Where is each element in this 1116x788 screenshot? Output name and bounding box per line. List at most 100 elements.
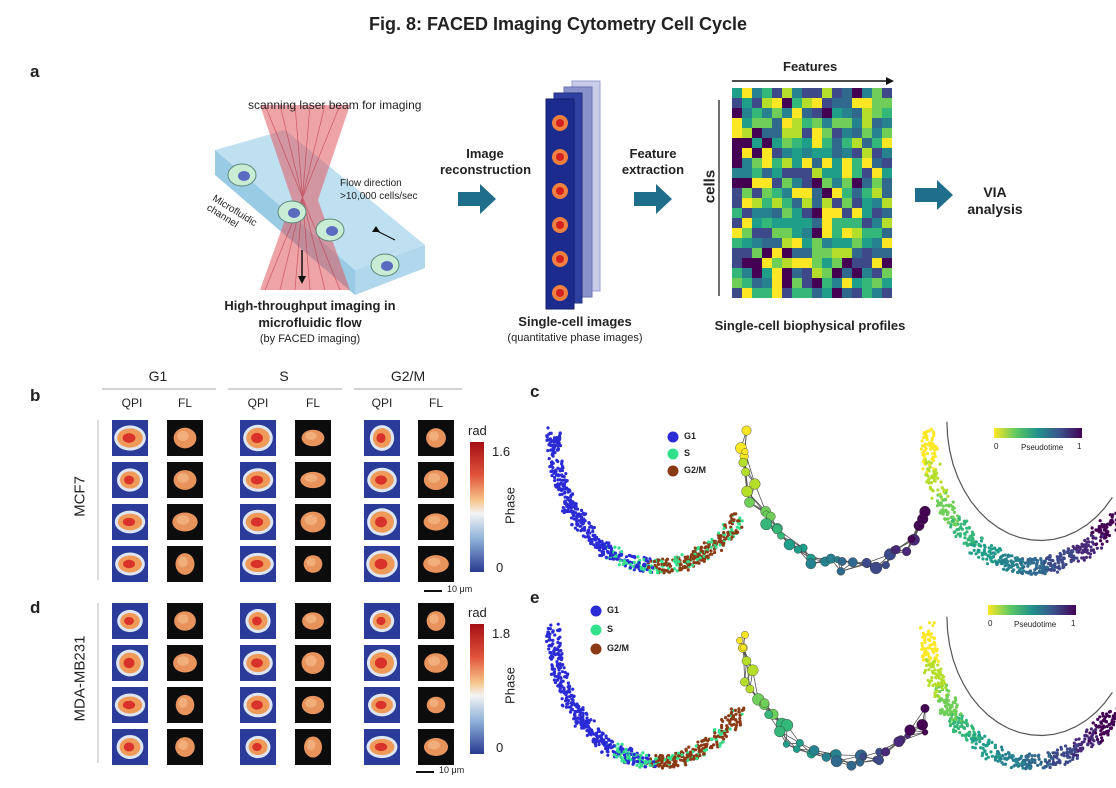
cell-point — [1020, 557, 1025, 561]
cell-point — [1010, 756, 1014, 760]
cell-point — [592, 719, 596, 723]
cell-point — [1009, 766, 1013, 770]
cell-point — [1036, 763, 1040, 767]
cell-point — [935, 471, 939, 475]
cell-point — [936, 476, 940, 480]
cell-point — [1076, 550, 1080, 554]
cell-point — [566, 498, 570, 502]
cell-point — [1015, 563, 1019, 567]
heatmap-cell — [862, 148, 872, 158]
cell-point — [686, 560, 691, 564]
cell-point — [563, 487, 567, 491]
graph-node — [907, 535, 916, 544]
cell-point — [722, 526, 726, 530]
graph-node — [739, 644, 747, 652]
cell-nucleus — [250, 559, 264, 569]
heatmap-cell — [812, 158, 822, 168]
heatmap-cell — [732, 128, 742, 138]
cell-point — [1098, 715, 1102, 719]
cell-point — [939, 480, 943, 484]
cell-nucleus — [123, 657, 135, 669]
cell-point — [566, 672, 570, 676]
cell-point — [925, 470, 929, 474]
heatmap-cell — [752, 288, 762, 298]
heatmap-cell — [852, 258, 862, 268]
pseudotime-label: Pseudotime — [1014, 620, 1057, 629]
cell-point — [552, 471, 556, 475]
cell-point — [943, 517, 948, 522]
cell-point — [920, 654, 924, 659]
cell-point — [937, 683, 942, 687]
cell-point — [1000, 745, 1004, 749]
cell-point — [556, 448, 560, 452]
heatmap-cell — [822, 88, 832, 98]
cell-point — [990, 754, 995, 758]
cell-point — [694, 561, 698, 565]
cell-point — [733, 708, 738, 712]
cell-point — [606, 753, 610, 757]
heatmap-cell — [792, 88, 802, 98]
row-bracket — [97, 603, 99, 763]
cell-point — [1026, 564, 1030, 568]
heatmap-cell — [802, 228, 812, 238]
heatmap-cell — [802, 218, 812, 228]
heatmap-cell — [732, 198, 742, 208]
cell-point — [1091, 548, 1096, 552]
heatmap-cell — [752, 88, 762, 98]
cell-point — [626, 559, 630, 563]
cell-point — [1066, 550, 1070, 555]
graph-node — [777, 531, 785, 540]
cell-point — [573, 712, 577, 716]
cell-point — [720, 541, 724, 545]
cell-point — [619, 550, 624, 554]
heatmap-cell — [842, 148, 852, 158]
cell-point — [929, 665, 933, 669]
cell-point — [635, 759, 640, 764]
cell-nucleus — [251, 658, 263, 668]
cell-point — [579, 508, 584, 512]
heatmap-cell — [842, 228, 852, 238]
cell-point — [1108, 513, 1112, 517]
cell-point — [567, 690, 572, 694]
cell-point — [1110, 521, 1114, 525]
imaging-caption-3: (by FACED imaging) — [259, 333, 361, 345]
cell-point — [952, 530, 956, 534]
heatmap-cell — [762, 218, 772, 228]
cell-point — [951, 721, 955, 726]
cell-point — [1062, 549, 1066, 553]
cell-point — [604, 734, 608, 738]
cell-point — [954, 698, 958, 702]
heatmap-cell — [752, 278, 762, 288]
cell-point — [549, 463, 554, 467]
heatmap-cell — [772, 98, 782, 108]
cell-point — [981, 746, 985, 750]
cell-point — [686, 568, 690, 572]
heatmap-cell — [742, 218, 752, 228]
cell-point — [985, 562, 990, 566]
cell-point — [632, 568, 636, 572]
cell-point — [576, 507, 580, 511]
cell-point — [609, 551, 613, 555]
cell-point — [660, 765, 664, 769]
heatmap-cell — [822, 98, 832, 108]
cell-point — [557, 645, 561, 649]
extraction-label-2: extraction — [621, 162, 685, 177]
fluorescence-highlight — [304, 514, 318, 526]
cell-point — [974, 742, 978, 746]
cell-point — [1107, 714, 1111, 718]
cell-nucleus — [375, 700, 387, 710]
heatmap-cell — [782, 168, 792, 178]
cell-point — [1001, 567, 1006, 571]
cell-point — [692, 549, 697, 554]
cell-point — [943, 498, 948, 502]
cell-point — [617, 563, 621, 567]
cell-point — [712, 550, 717, 555]
colorbar-title: Phase — [502, 487, 518, 524]
heatmap-cell — [872, 208, 882, 218]
heatmap-cell — [762, 158, 772, 168]
heatmap-cell — [752, 218, 762, 228]
heatmap-cell — [762, 108, 772, 118]
cell-point — [1102, 523, 1106, 527]
cell-point — [623, 760, 627, 764]
cell-point — [587, 528, 591, 532]
